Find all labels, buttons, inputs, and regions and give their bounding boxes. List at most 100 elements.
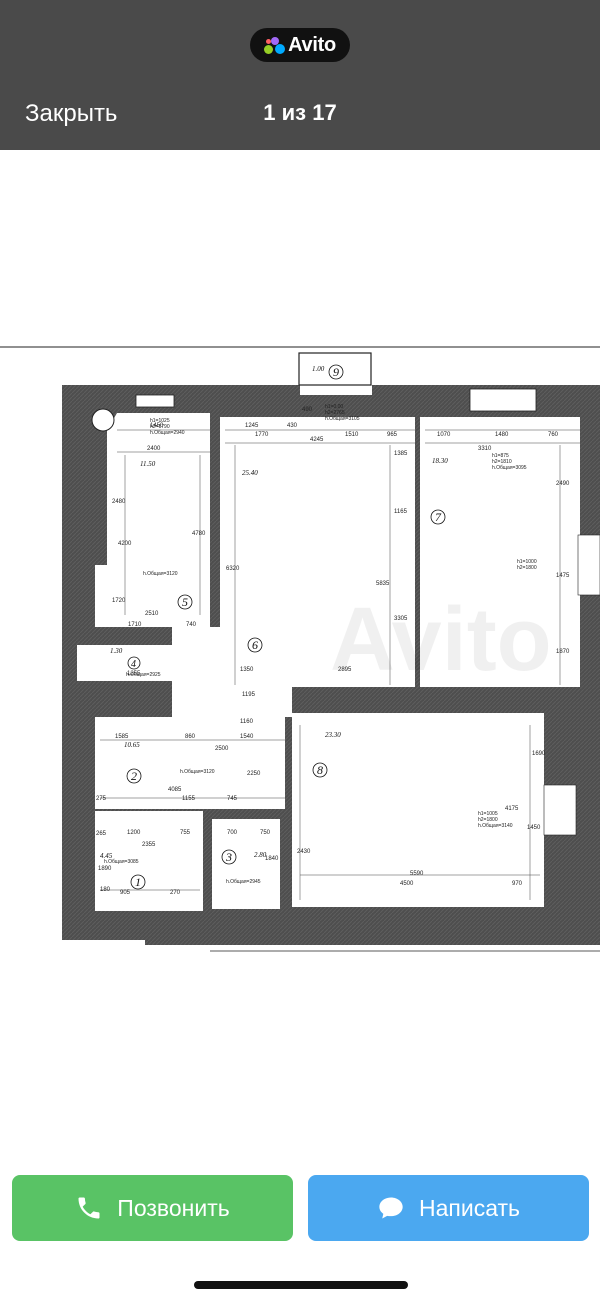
dimension: 970 — [512, 881, 523, 887]
dimension: 2490 — [556, 481, 570, 487]
dimension: 745 — [227, 796, 238, 802]
room-number: 7 — [435, 510, 442, 524]
dimension: 4780 — [192, 531, 206, 537]
logo-text: Avito — [288, 33, 336, 56]
dimension: 1450 — [150, 423, 164, 429]
room-3 — [212, 819, 280, 909]
home-indicator[interactable] — [194, 1281, 408, 1289]
dimension: 1690 — [532, 751, 546, 757]
svg-text:Avito: Avito — [330, 590, 552, 690]
top-bar: Avito Закрыть 1 из 17 — [0, 0, 600, 150]
dimension: 700 — [227, 830, 238, 836]
height-note: h.Общая=3120 — [143, 571, 178, 577]
dimension: 905 — [120, 890, 131, 896]
dimension: 860 — [185, 734, 196, 740]
room-number: 2 — [131, 769, 137, 783]
room-area: 2.80 — [254, 851, 267, 859]
dimension: 4500 — [400, 881, 414, 887]
dimension: 1200 — [127, 830, 141, 836]
dimension: 1155 — [182, 796, 196, 802]
dimension: 1475 — [556, 573, 570, 579]
room-area: 1.30 — [110, 647, 123, 655]
dimension: 2510 — [145, 611, 159, 617]
dimension: 1720 — [112, 598, 126, 604]
room-number: 6 — [252, 638, 258, 652]
dimension: 2355 — [142, 842, 156, 848]
room-area: 25.40 — [242, 469, 258, 477]
height-note: h.Общая=2945 — [226, 879, 261, 885]
room-4 — [77, 645, 172, 681]
room-number: 4 — [131, 659, 136, 670]
room-area: 11.50 — [140, 460, 156, 468]
avito-logo-icon — [264, 36, 286, 54]
room-7 — [420, 417, 580, 687]
room-1 — [95, 811, 203, 911]
room-area: 10.65 — [124, 741, 140, 749]
dimension: 1070 — [437, 432, 451, 438]
phone-icon — [78, 1197, 100, 1219]
dimension: 5590 — [410, 871, 424, 877]
dimension: 755 — [180, 830, 191, 836]
dimension: 275 — [96, 796, 107, 802]
call-button-label: Позвонить — [117, 1194, 230, 1221]
dimension: 2500 — [215, 746, 229, 752]
dimension: 1160 — [240, 719, 254, 725]
height-note: h.Общая=3085 — [104, 859, 139, 865]
dimension: 1385 — [394, 451, 408, 457]
call-button[interactable]: Позвонить — [12, 1175, 293, 1241]
dimension: 1195 — [242, 692, 256, 698]
dimension: 2400 — [147, 446, 161, 452]
dimension: 750 — [260, 830, 271, 836]
room-number: 8 — [317, 763, 323, 777]
photo-counter: 1 из 17 — [263, 100, 337, 125]
dimension: 1770 — [255, 432, 269, 438]
dimension: 180 — [100, 887, 111, 893]
dimension: 1450 — [527, 825, 541, 831]
dimension: 4085 — [168, 787, 182, 793]
dimension: 2250 — [247, 771, 261, 777]
dimension: 1245 — [245, 423, 259, 429]
dimension: 1890 — [98, 866, 112, 872]
room-area: 4.45 — [100, 852, 113, 860]
dimension: 1255 — [127, 671, 141, 677]
dimension: 6320 — [226, 566, 240, 572]
room-8 — [292, 713, 544, 907]
dimension: 3305 — [394, 616, 408, 622]
avito-logo: Avito — [250, 28, 350, 62]
dimension: 760 — [548, 432, 559, 438]
dimension: 740 — [186, 622, 197, 628]
dimension: 270 — [170, 890, 181, 896]
dimension: 5835 — [376, 581, 390, 587]
room-number: 9 — [333, 365, 339, 379]
write-button[interactable]: Написать — [308, 1175, 589, 1241]
close-button[interactable]: Закрыть — [25, 100, 118, 127]
chat-bubble-icon — [379, 1197, 403, 1219]
dimension: 2895 — [338, 667, 352, 673]
dimension: 3310 — [478, 446, 492, 452]
floor-plan-image[interactable]: Avito 9 1.00 5 11.50 6 25.40 7 18.30 — [0, 345, 600, 955]
room-area: 23.30 — [325, 731, 341, 739]
dimension: 265 — [96, 831, 107, 837]
dimension: 4175 — [505, 806, 519, 812]
dimension: 1540 — [240, 734, 254, 740]
room-number: 1 — [135, 875, 141, 889]
dimension: 1350 — [240, 667, 254, 673]
dimension: 490 — [302, 407, 313, 413]
height-note: h.Общая=2925 — [126, 672, 161, 678]
dimension: 965 — [387, 432, 398, 438]
dimension: 1480 — [495, 432, 509, 438]
dimension: 1165 — [394, 509, 408, 515]
write-button-label: Написать — [418, 1194, 520, 1221]
dimension: 1585 — [115, 734, 129, 740]
room-area: 18.30 — [432, 457, 448, 465]
room-5 — [95, 413, 210, 627]
room-area: 1.00 — [312, 365, 325, 373]
dimension: 4200 — [118, 541, 132, 547]
room-2 — [95, 717, 285, 809]
dimension: 4245 — [310, 437, 324, 443]
room-number: 3 — [225, 850, 232, 864]
